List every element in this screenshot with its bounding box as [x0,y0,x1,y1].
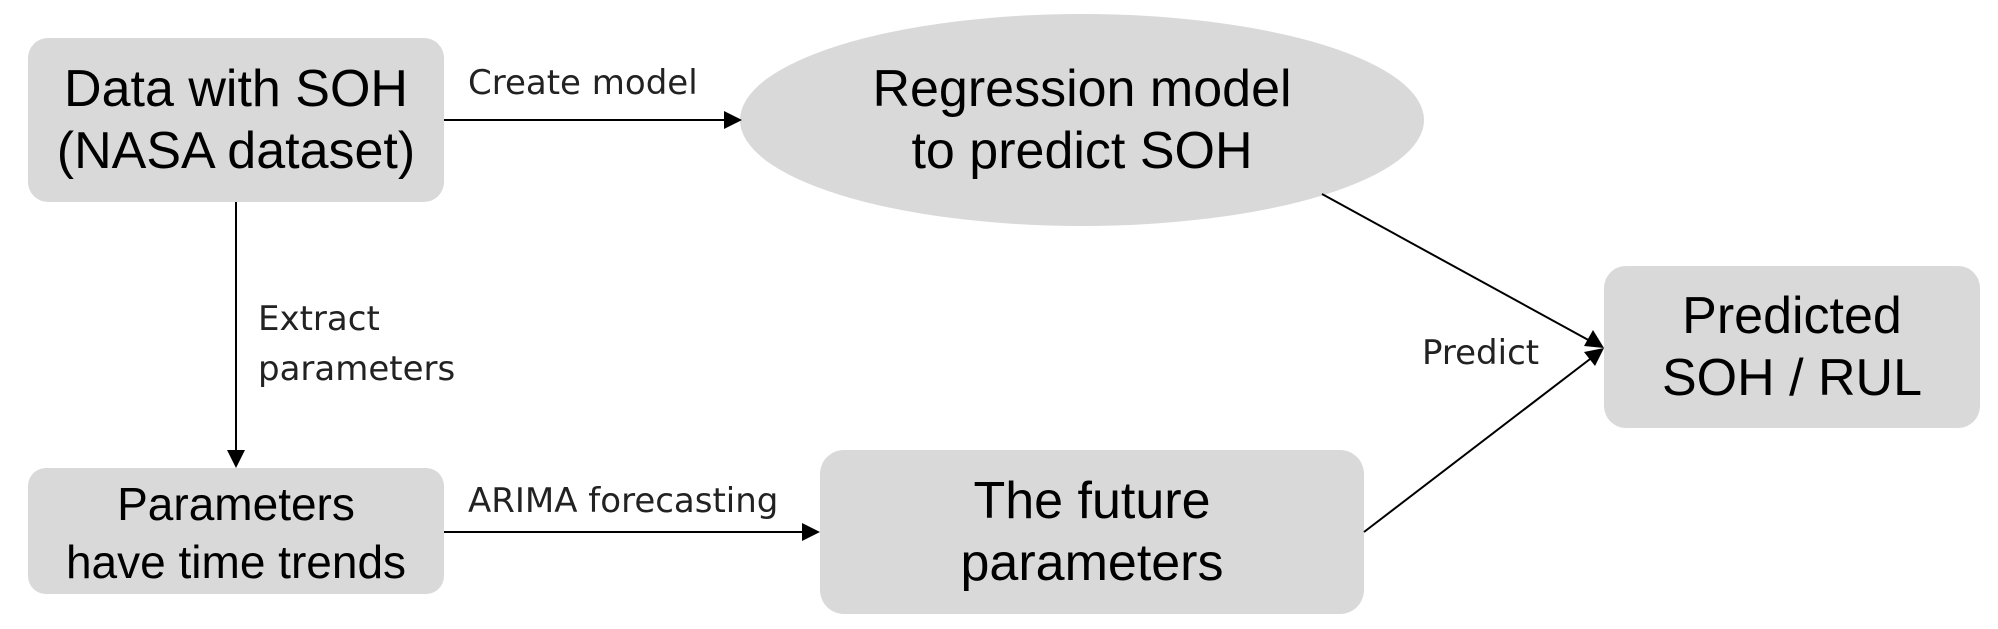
node-predicted-line2: SOH / RUL [1662,349,1922,407]
edge-future-to-predicted-arrowhead [1584,348,1604,366]
edge-arima-label: ARIMA forecasting [468,481,778,521]
edge-extract-parameters-label-line1: Extract [258,299,380,339]
node-future-parameters: The future parameters [820,450,1364,614]
node-future-parameters-box [820,450,1364,614]
node-future-parameters-line2: parameters [961,534,1224,592]
edge-regression-to-predicted-line [1321,193,1593,343]
edge-predict-label: Predict [1422,333,1539,373]
node-parameters-line1: Parameters [117,478,355,530]
node-parameters: Parameters have time trends [28,468,444,594]
node-predicted: Predicted SOH / RUL [1604,266,1980,428]
node-data-with-soh-box [28,38,444,202]
edge-regression-to-predicted-arrowhead [1584,330,1604,348]
node-data-with-soh-line2: (NASA dataset) [57,122,415,180]
edge-extract-parameters-arrowhead [227,450,245,468]
edge-arima-forecasting: ARIMA forecasting [444,481,820,541]
node-regression-model-line2: to predict SOH [911,122,1252,180]
node-regression-model: Regression model to predict SOH [740,14,1424,226]
edge-create-model-arrowhead [724,111,742,129]
node-predicted-line1: Predicted [1682,287,1902,345]
node-regression-model-line1: Regression model [872,60,1291,118]
edge-extract-parameters-label-line2: parameters [258,349,455,389]
node-parameters-line2: have time trends [66,536,406,588]
node-data-with-soh: Data with SOH (NASA dataset) [28,38,444,202]
node-future-parameters-line1: The future [973,472,1210,530]
edge-extract-parameters: Extract parameters [227,202,455,468]
node-predicted-box [1604,266,1980,428]
node-parameters-box [28,468,444,594]
node-regression-model-ellipse [740,14,1424,226]
edge-create-model-label: Create model [468,63,698,103]
edge-arima-arrowhead [802,523,820,541]
edge-regression-to-predicted [1321,193,1604,348]
edge-create-model: Create model [444,63,742,129]
edge-future-to-predicted-line [1363,355,1595,533]
node-data-with-soh-line1: Data with SOH [64,60,408,118]
edge-future-to-predicted: Predict [1363,333,1604,533]
